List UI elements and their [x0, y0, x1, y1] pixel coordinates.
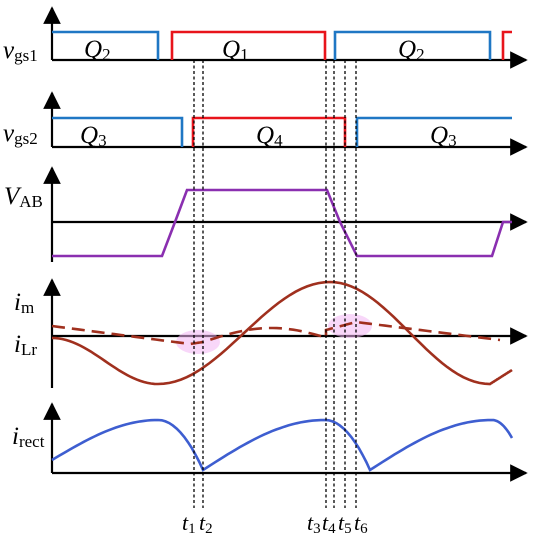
- t4-label: t4: [322, 510, 336, 537]
- im-waveform: [51, 280, 513, 386]
- irect-label: irect: [12, 423, 45, 451]
- crossing-glow-2: [328, 314, 372, 338]
- q2-label-first: Q2: [84, 36, 111, 64]
- pulse-q2-second: [333, 30, 492, 60]
- vgs1-pulses: [52, 30, 512, 60]
- t2-label: t2: [199, 510, 213, 537]
- q4-label: Q4: [256, 122, 283, 150]
- crossing-glow: [176, 314, 372, 354]
- t3-label: t3: [307, 510, 321, 537]
- pulse-q3-second: [355, 116, 512, 147]
- q3-label-second: Q3: [430, 122, 457, 150]
- t6-label: t6: [354, 510, 368, 537]
- vab-label: VAB: [4, 183, 43, 211]
- pulse-labels: Q2 Q1 Q2 Q3 Q4 Q3: [80, 36, 457, 150]
- ilr-label: iLr: [14, 331, 37, 359]
- pulse-q1: [170, 30, 327, 60]
- pulse-q3-first: [52, 116, 184, 147]
- ilr-waveform: [51, 320, 501, 346]
- q3-label-first: Q3: [80, 122, 107, 150]
- pulse-q1-partial: [501, 30, 512, 60]
- time-marker-lines: [193, 60, 357, 508]
- t5-label: t5: [338, 510, 352, 537]
- im-label: im: [14, 289, 34, 317]
- signal-labels: vgs1 vgs2 VAB im iLr irect: [3, 37, 45, 451]
- axes: [43, 6, 528, 482]
- irect-waveform: [51, 418, 514, 472]
- vgs1-label: vgs1: [3, 37, 38, 65]
- vgs2-label: vgs2: [3, 120, 38, 148]
- q1-label: Q1: [222, 36, 249, 64]
- pulse-q2-first: [52, 30, 160, 60]
- time-mark-labels: t1 t2 t3 t4 t5 t6: [182, 510, 368, 537]
- t1-label: t1: [182, 510, 196, 537]
- q2-label-second: Q2: [398, 36, 425, 64]
